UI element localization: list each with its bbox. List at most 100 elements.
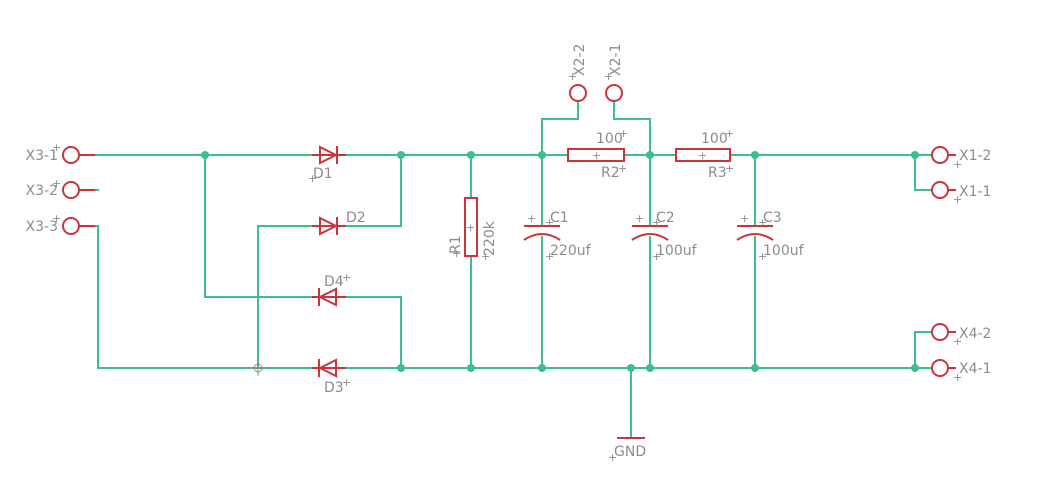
plus-marker: + (725, 127, 734, 140)
plus-marker: + (466, 221, 475, 234)
resistor-r3-name: R3 (708, 165, 727, 181)
resistor-r1-name: R1 (448, 235, 464, 254)
connector-x4-1[interactable]: X4-1 + (931, 359, 991, 384)
diode-d2-label: D2 (346, 210, 366, 226)
capacitors: + C1 + 220uf + + C2 + 100uf + + C3 + 100… (523, 210, 805, 263)
junction-dot (538, 364, 546, 372)
plus-marker: + (758, 216, 767, 229)
capacitor-c1-name: C1 (550, 210, 569, 226)
connector-x4-2-label: X4-2 (959, 326, 991, 342)
plus-marker: + (604, 70, 613, 83)
plus-marker: + (452, 247, 461, 260)
connector-x4-2[interactable]: X4-2 + (931, 323, 991, 348)
plus-marker: + (652, 250, 661, 263)
resistors: + R1 220k + + + 100 + R2 + + 100 + R3 + (448, 127, 734, 263)
connector-x1-2[interactable]: X1-2 + (931, 146, 991, 171)
plus-marker: + (52, 212, 61, 225)
plus-marker: + (608, 451, 617, 464)
connector-x3-2[interactable]: X3-2 + (26, 177, 95, 199)
diodes: D1 + D2 D4 + D3 + (308, 145, 366, 396)
junction-dot (911, 151, 919, 159)
connector-x4-1-label: X4-1 (959, 361, 991, 377)
plus-marker: + (618, 162, 627, 175)
connector-x2-2[interactable]: X2-2 + (568, 44, 588, 102)
plus-marker: + (953, 371, 962, 384)
crosshair-marker (250, 360, 266, 376)
capacitor-c3[interactable]: + C3 + 100uf + (736, 210, 805, 263)
diode-d4-label: D4 (324, 274, 344, 290)
junction-dot (751, 151, 759, 159)
diode-d4[interactable]: D4 + (312, 271, 351, 307)
capacitor-c2-value: 100uf (656, 243, 698, 259)
plus-marker: + (698, 149, 707, 162)
junction-dot (751, 364, 759, 372)
plus-marker: + (725, 162, 734, 175)
resistor-r1-value: 220k (482, 220, 498, 256)
ground-label: GND (614, 444, 646, 460)
connector-x3-3[interactable]: X3-3 + (26, 212, 95, 235)
junction-dot (627, 364, 635, 372)
junction-dot (397, 151, 405, 159)
resistor-r3[interactable]: + 100 + R3 + (675, 127, 734, 181)
resistor-r2[interactable]: + 100 + R2 + (567, 127, 628, 181)
capacitor-c3-value: 100uf (763, 243, 805, 259)
connector-x3-2-label: X3-2 (26, 183, 58, 199)
plus-marker: + (635, 212, 644, 225)
diode-d3[interactable]: D3 + (312, 358, 351, 396)
junction-dot (911, 364, 919, 372)
capacitor-c1[interactable]: + C1 + 220uf + (523, 210, 592, 263)
connector-x3-3-label: X3-3 (26, 219, 58, 235)
capacitor-c2-name: C2 (656, 210, 675, 226)
plus-marker: + (740, 212, 749, 225)
connector-x1-2-label: X1-2 (959, 148, 991, 164)
diode-d3-label: D3 (324, 380, 344, 396)
wires (79, 99, 933, 439)
plus-marker: + (342, 376, 351, 389)
plus-marker: + (527, 212, 536, 225)
plus-marker: + (758, 250, 767, 263)
plus-marker: + (481, 250, 490, 263)
connector-x2-1-label: X2-1 (608, 44, 624, 76)
connector-x2-2-label: X2-2 (572, 44, 588, 76)
resistor-r3-value: 100 (701, 131, 728, 147)
junction-dot (201, 151, 209, 159)
plus-marker: + (592, 149, 601, 162)
junctions (201, 151, 919, 376)
plus-marker: + (308, 172, 317, 185)
junction-dot (397, 364, 405, 372)
plus-marker: + (545, 250, 554, 263)
diode-d2[interactable]: D2 (312, 210, 366, 236)
ground-symbol[interactable]: GND + (608, 437, 646, 464)
plus-marker: + (953, 193, 962, 206)
capacitor-c3-name: C3 (763, 210, 782, 226)
plus-marker: + (342, 271, 351, 284)
junction-dot (467, 151, 475, 159)
plus-marker: + (619, 127, 628, 140)
plus-marker: + (52, 141, 61, 154)
junction-dot (646, 151, 654, 159)
diode-d1[interactable]: D1 + (308, 145, 346, 185)
resistor-r1[interactable]: + R1 220k + + (448, 197, 498, 263)
connector-x1-1[interactable]: X1-1 + (931, 181, 991, 206)
junction-dot (538, 151, 546, 159)
junction-dot (646, 364, 654, 372)
plus-marker: + (568, 70, 577, 83)
plus-marker: + (52, 177, 61, 190)
connectors: X3-1 + X3-2 + X3-3 + X2-2 + X2-1 + (26, 44, 992, 384)
plus-marker: + (652, 216, 661, 229)
plus-marker: + (953, 335, 962, 348)
connector-x3-1[interactable]: X3-1 + (26, 141, 95, 164)
junction-dot (467, 364, 475, 372)
resistor-r2-value: 100 (596, 131, 623, 147)
plus-marker: + (545, 216, 554, 229)
plus-marker: + (953, 158, 962, 171)
capacitor-c1-value: 220uf (550, 243, 592, 259)
diode-d1-label: D1 (313, 166, 333, 182)
connector-x3-1-label: X3-1 (26, 148, 58, 164)
connector-x1-1-label: X1-1 (959, 184, 991, 200)
resistor-r2-name: R2 (601, 165, 620, 181)
capacitor-c2[interactable]: + C2 + 100uf + (631, 210, 698, 263)
connector-x2-1[interactable]: X2-1 + (604, 44, 624, 102)
